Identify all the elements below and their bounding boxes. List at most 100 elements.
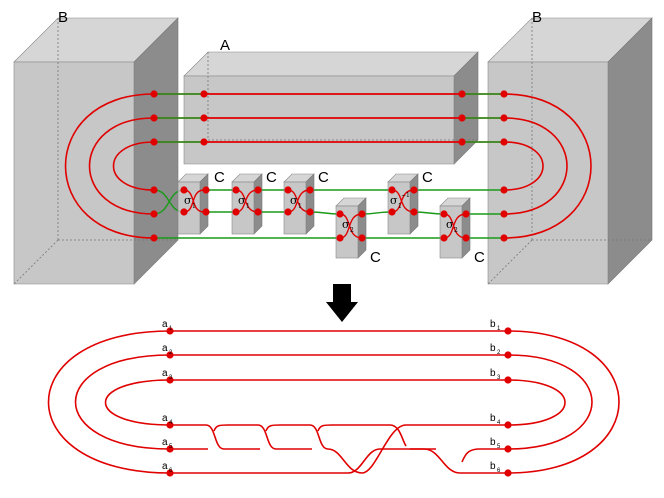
endpoint-node	[504, 421, 512, 429]
endpoint-node	[166, 327, 174, 335]
strand-node	[180, 186, 188, 194]
strand-node	[180, 208, 188, 216]
strand-node	[458, 138, 466, 146]
strand-node	[440, 234, 448, 242]
top-nodes	[150, 90, 508, 242]
top-red-strands	[64, 93, 592, 239]
svg-text:1: 1	[497, 326, 501, 332]
svg-text:6: 6	[169, 468, 173, 474]
coupon-label: C	[422, 169, 433, 186]
strand-node	[410, 208, 418, 216]
endpoint-b3: b	[490, 368, 496, 379]
svg-text:4: 4	[169, 420, 173, 426]
strand-node	[150, 210, 158, 218]
strand-node	[336, 234, 344, 242]
svg-text:4: 4	[497, 420, 501, 426]
strand-node	[284, 208, 292, 216]
svg-text:1: 1	[398, 203, 402, 210]
endpoint-a3: a	[162, 368, 168, 379]
svg-text:σ: σ	[290, 194, 298, 207]
strand-node	[462, 210, 470, 218]
endpoint-node	[166, 421, 174, 429]
svg-text:2: 2	[497, 350, 501, 356]
endpoint-b2: b	[490, 343, 496, 354]
strand-node	[388, 186, 396, 194]
endpoint-node	[504, 445, 512, 453]
svg-text:5: 5	[169, 444, 173, 450]
endpoint-a2: a	[162, 343, 168, 354]
svg-text:2: 2	[454, 227, 458, 234]
generator-label-6: σ 2	[446, 218, 458, 234]
svg-text:2: 2	[350, 227, 354, 234]
strand-node	[200, 138, 208, 146]
strand-node	[358, 210, 366, 218]
closed-braid	[47, 330, 620, 474]
generator-label-1: σ 1	[184, 194, 196, 210]
strand-node	[500, 186, 508, 194]
top-box-red-segments	[204, 93, 462, 143]
bottom-nodes	[166, 327, 512, 477]
strand-node	[254, 186, 262, 194]
strand-node	[150, 138, 158, 146]
strand-node	[500, 138, 508, 146]
coupon-label: C	[370, 249, 381, 266]
strand-node	[336, 210, 344, 218]
strand-node	[254, 208, 262, 216]
svg-text:σ: σ	[390, 194, 398, 207]
endpoint-a1: a	[162, 319, 168, 330]
strand-node	[232, 186, 240, 194]
endpoint-b1: b	[490, 319, 496, 330]
svg-text:3: 3	[497, 375, 501, 381]
strand-node	[358, 234, 366, 242]
strand-node	[388, 208, 396, 216]
strand-node	[500, 114, 508, 122]
coupon-1	[177, 173, 209, 235]
generator-label-5: σ 1 −1	[390, 192, 410, 210]
strand-node	[306, 208, 314, 216]
strand-node	[232, 208, 240, 216]
endpoint-node	[504, 351, 512, 359]
coupon-4	[335, 197, 367, 259]
strand-node	[284, 186, 292, 194]
endpoint-node	[504, 327, 512, 335]
svg-text:1: 1	[192, 203, 196, 210]
strand-node	[500, 210, 508, 218]
svg-text:1: 1	[298, 203, 302, 210]
strand-node	[306, 186, 314, 194]
strand-node	[410, 186, 418, 194]
svg-text:2: 2	[169, 350, 173, 356]
endpoint-node	[504, 469, 512, 477]
endpoint-node	[166, 469, 174, 477]
svg-text:σ: σ	[342, 218, 350, 231]
strand-node	[458, 90, 466, 98]
coupon-label: C	[214, 169, 225, 186]
endpoint-labels-right: b 1 b 2 b 3 b 4 b 5 b 6	[490, 319, 501, 474]
top-box-label: A	[220, 37, 230, 54]
strand-node	[458, 114, 466, 122]
strand-node	[200, 90, 208, 98]
generator-label-4: σ 2	[342, 218, 354, 234]
endpoint-b5: b	[490, 437, 496, 448]
down-arrow-icon	[326, 284, 358, 322]
strand-node	[500, 234, 508, 242]
endpoint-a6: a	[162, 461, 168, 472]
endpoint-a5: a	[162, 437, 168, 448]
svg-text:3: 3	[169, 375, 173, 381]
endpoint-node	[504, 376, 512, 384]
generator-label-3: σ 1	[290, 194, 302, 210]
left-box-label: B	[58, 9, 68, 26]
strand-node	[462, 234, 470, 242]
svg-text:σ: σ	[446, 218, 454, 231]
svg-text:−1: −1	[401, 192, 410, 199]
svg-text:6: 6	[497, 468, 501, 474]
right-box-label: B	[532, 9, 542, 26]
svg-text:σ: σ	[184, 194, 192, 207]
strand-node	[150, 186, 158, 194]
strand-node	[202, 208, 210, 216]
endpoint-node	[166, 445, 174, 453]
right-box-b	[487, 17, 653, 285]
coupon-label: C	[266, 169, 277, 186]
endpoint-node	[166, 351, 174, 359]
svg-text:σ: σ	[238, 194, 246, 207]
